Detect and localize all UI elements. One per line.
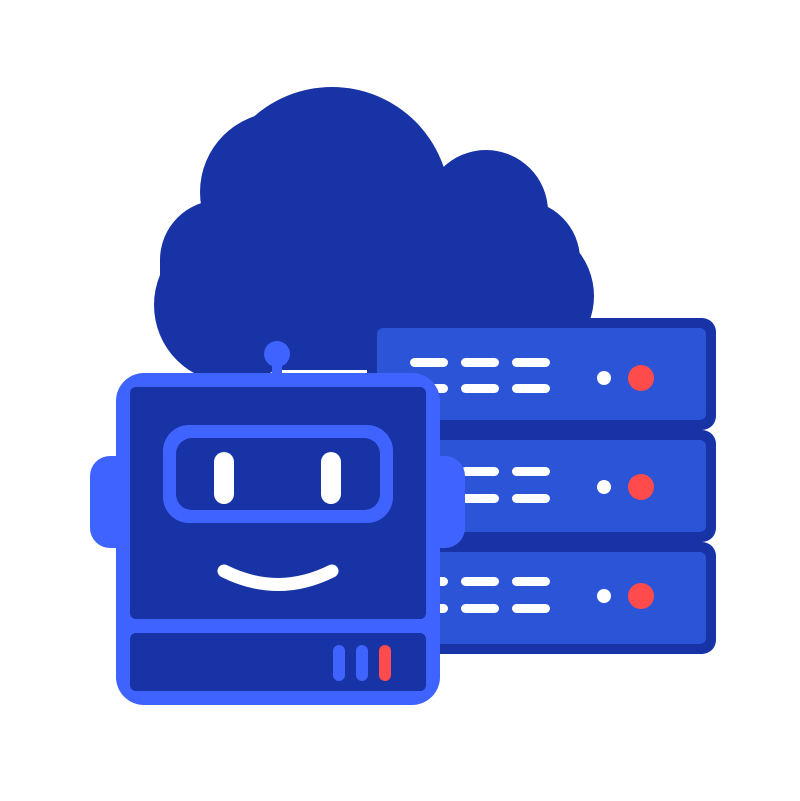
server-vent-slots — [410, 358, 550, 393]
robot-right-eye — [321, 452, 341, 504]
robot-left-eye — [214, 452, 234, 504]
status-light-icon — [597, 480, 611, 494]
power-light-icon — [628, 365, 654, 391]
robot-antenna — [264, 341, 290, 382]
server-unit-3 — [367, 542, 716, 654]
power-light-icon — [628, 474, 654, 500]
robot-smile — [217, 564, 339, 591]
server-unit-1 — [367, 318, 716, 430]
robot-icon — [90, 341, 465, 705]
status-light-icon — [597, 589, 611, 603]
cloud-icon — [154, 87, 594, 383]
robot-chin-panel — [130, 633, 426, 691]
status-light-icon — [597, 371, 611, 385]
power-light-icon — [628, 583, 654, 609]
robot-status-bars — [333, 645, 391, 681]
